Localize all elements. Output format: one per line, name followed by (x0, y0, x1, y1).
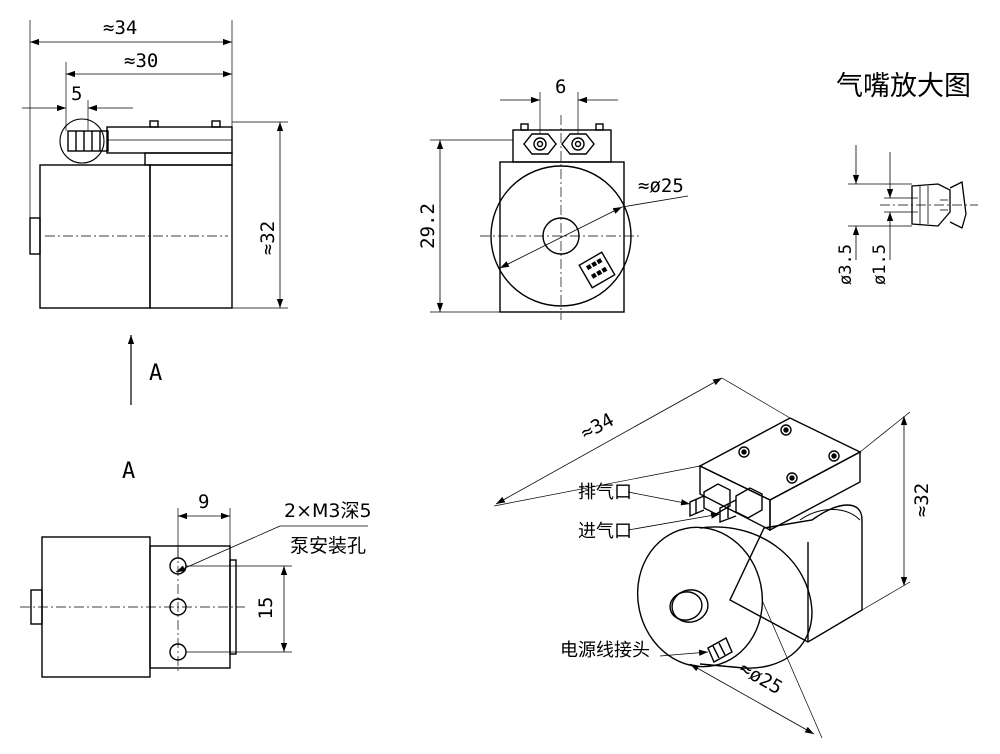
screw-head-1 (149, 120, 159, 128)
nozzle-side (59, 118, 109, 164)
dim-hole-offset: 9 (198, 491, 209, 513)
label-intake-port: 进气口 (578, 521, 632, 542)
nozzle-hex-right (561, 133, 595, 155)
iso-nozzle-exhaust (689, 483, 731, 518)
dim-nozzle-length: 5 (71, 83, 82, 105)
dim-hole-spacing: 15 (255, 597, 277, 620)
dim-nozzle-outer-diameter: ø3.5 (836, 244, 856, 285)
bottom-view (20, 508, 368, 678)
front-connector (578, 251, 616, 289)
screw-head-2 (211, 120, 221, 128)
dim-front-diameter: ≈ø25 (638, 175, 684, 197)
nozzle-detail-circle (59, 118, 105, 164)
mount-hole-name: 泵安装孔 (290, 535, 366, 557)
dim-nozzle-spacing: 6 (555, 76, 566, 98)
front-valve-block (512, 129, 612, 163)
view-a-label: A (122, 459, 135, 484)
isometric-view (493, 377, 911, 739)
mount-hole-spec: 2×M3深5 (284, 500, 372, 522)
connector-block (144, 152, 233, 166)
iso-dim-diameter: ≈ø25 (736, 657, 787, 699)
motor-shaft-stub (29, 217, 41, 255)
dim-nozzle-inner-diameter: ø1.5 (870, 244, 890, 285)
nozzle-hex-left (523, 133, 557, 155)
iso-nozzle-intake (719, 487, 763, 524)
enlarged-view-title: 气嘴放大图 (836, 71, 971, 102)
front-view (430, 92, 689, 320)
view-arrow-a-label: A (149, 361, 162, 386)
dim-height: ≈32 (257, 221, 279, 255)
side-view (22, 20, 288, 309)
iso-motor-cylinder (699, 526, 813, 669)
nozzle-detail-view (848, 145, 978, 260)
iso-pump-housing (729, 504, 863, 643)
iso-power-connector (707, 637, 733, 663)
pump-head (149, 164, 233, 309)
dim-body-length: ≈30 (124, 50, 158, 72)
label-power-connector: 电源线接头 (560, 640, 650, 661)
dim-front-height: 29.2 (417, 203, 439, 249)
iso-dim-height: ≈32 (911, 483, 933, 517)
iso-dim-length: ≈34 (577, 409, 618, 445)
iso-shaft (671, 589, 709, 623)
label-exhaust-port: 排气口 (578, 482, 632, 503)
dim-total-length: ≈34 (103, 17, 137, 39)
motor-body (39, 164, 151, 309)
